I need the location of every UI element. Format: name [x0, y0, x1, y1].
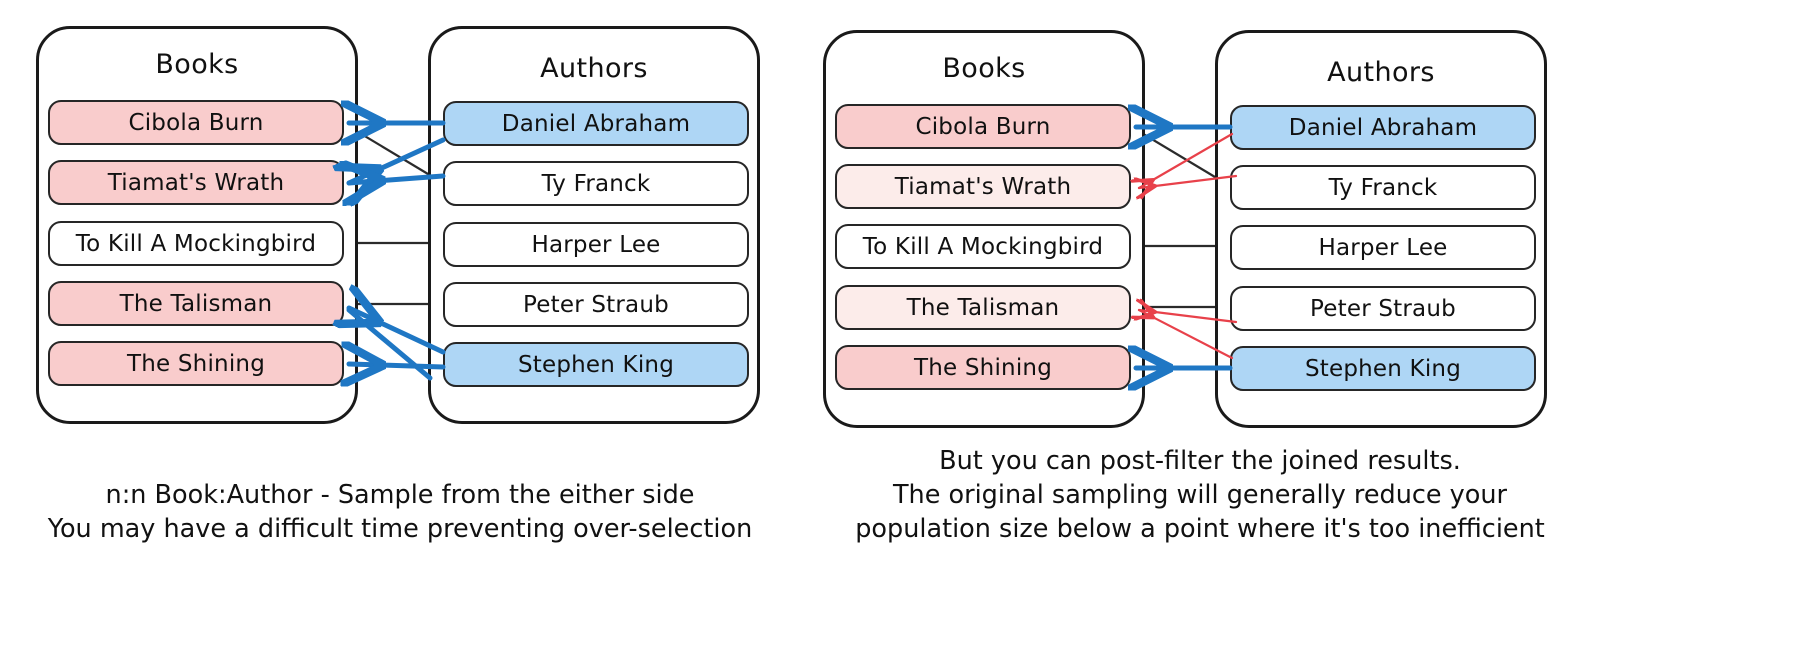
right-author-row-4[interactable]: Stephen King — [1230, 346, 1536, 391]
left-author-row-4[interactable]: Stephen King — [443, 342, 749, 387]
right-book-row-2[interactable]: To Kill A Mockingbird — [835, 224, 1131, 269]
left-book-row-3[interactable]: The Talisman — [48, 281, 344, 326]
arrow-stephen-king-the-talisman-secondary — [346, 307, 433, 381]
right-author-row-2[interactable]: Harper Lee — [1230, 225, 1536, 270]
left-book-row-2[interactable]: To Kill A Mockingbird — [48, 221, 344, 266]
right-author-row-1[interactable]: Ty Franck — [1230, 165, 1536, 210]
left-books-panel-title: Books — [155, 49, 239, 80]
left-author-row-1[interactable]: Ty Franck — [443, 161, 749, 206]
left-book-row-4[interactable]: The Shining — [48, 341, 344, 386]
right-authors-panel-title: Authors — [1327, 57, 1435, 88]
right-caption: But you can post-filter the joined resul… — [855, 446, 1545, 544]
left-author-row-3[interactable]: Peter Straub — [443, 282, 749, 327]
left-caption: n:n Book:Author - Sample from the either… — [47, 480, 753, 544]
right-book-row-0[interactable]: Cibola Burn — [835, 104, 1131, 149]
right-book-row-1[interactable]: Tiamat's Wrath — [835, 164, 1131, 209]
left-author-row-2[interactable]: Harper Lee — [443, 222, 749, 267]
right-book-row-4[interactable]: The Shining — [835, 345, 1131, 390]
right-book-row-3[interactable]: The Talisman — [835, 285, 1131, 330]
right-author-row-3[interactable]: Peter Straub — [1230, 286, 1536, 331]
left-authors-panel-title: Authors — [540, 53, 648, 84]
left-book-row-1[interactable]: Tiamat's Wrath — [48, 160, 344, 205]
left-book-row-0[interactable]: Cibola Burn — [48, 100, 344, 145]
right-books-panel-title: Books — [942, 53, 1026, 84]
right-author-row-0[interactable]: Daniel Abraham — [1230, 105, 1536, 150]
left-author-row-0[interactable]: Daniel Abraham — [443, 101, 749, 146]
